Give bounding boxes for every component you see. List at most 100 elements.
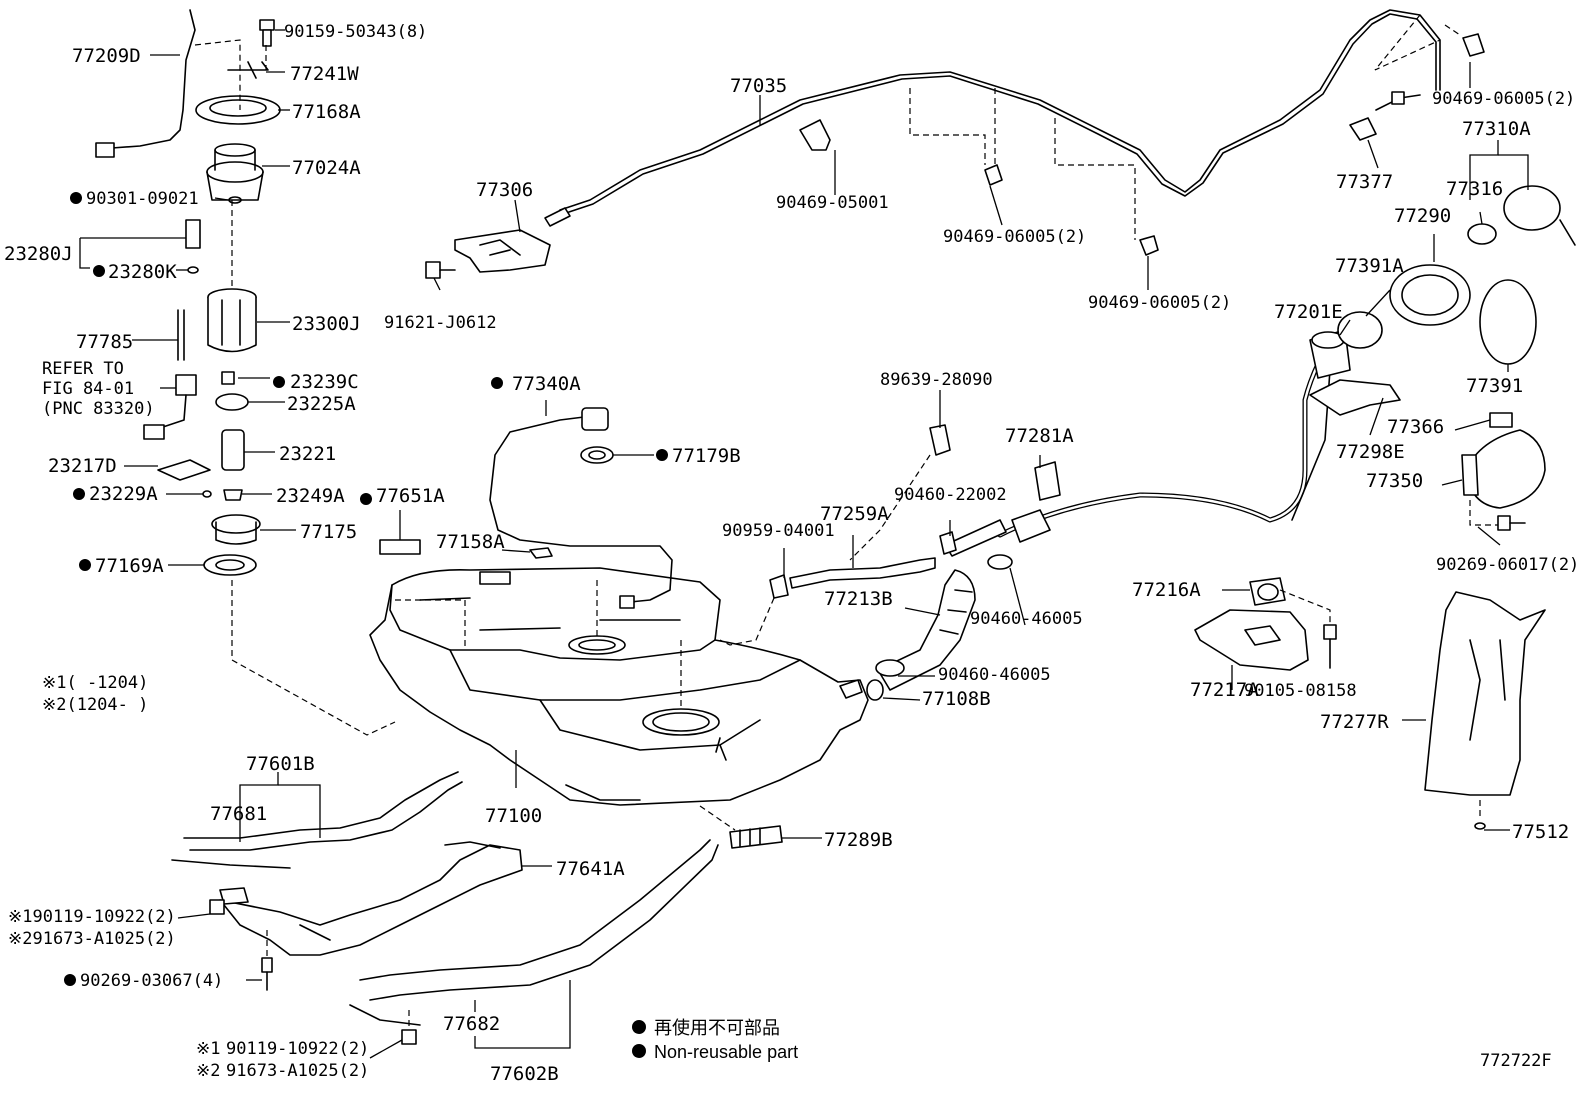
strap-77601B bbox=[171, 771, 463, 869]
bracket-filler bbox=[1309, 379, 1401, 416]
label-refer-to: REFER TO bbox=[42, 359, 124, 379]
label-23225A: 23225A bbox=[287, 393, 356, 415]
vent-hose-and-clamps bbox=[929, 424, 1061, 557]
label-note-prefix-2: ※2 bbox=[196, 1061, 220, 1081]
label-77158A: 77158A bbox=[436, 531, 505, 553]
hose-leaders bbox=[719, 390, 1041, 701]
legend-non-reusable: Non-reusable part bbox=[654, 1042, 798, 1062]
label-23221: 23221 bbox=[279, 443, 336, 465]
o-ring bbox=[228, 196, 242, 204]
label-90469-06005-a: 90469-06005(2) bbox=[943, 227, 1086, 247]
left-leaders bbox=[79, 29, 401, 736]
label-90469-05001: 90469-05001 bbox=[776, 193, 889, 213]
label-pnc-83320: (PNC 83320) bbox=[42, 399, 155, 419]
label-77601B: 77601B bbox=[246, 753, 315, 775]
harness-connector bbox=[143, 309, 197, 440]
label-23300J: 23300J bbox=[292, 313, 361, 335]
evap-valve-assembly bbox=[425, 229, 551, 279]
label-77168A: 77168A bbox=[292, 101, 361, 123]
label-fig-84-01: FIG 84-01 bbox=[42, 379, 134, 399]
fuel-pump bbox=[157, 429, 245, 481]
small-parts bbox=[202, 489, 243, 501]
hose-77213B bbox=[877, 569, 976, 691]
label-77024A: 77024A bbox=[292, 157, 361, 179]
label-77213B: 77213B bbox=[824, 588, 893, 610]
fuel-filter bbox=[207, 288, 257, 353]
right-leaders bbox=[433, 62, 1529, 831]
strap-bolts bbox=[209, 899, 417, 1045]
label-90460-46005-b: 90460-46005 bbox=[938, 665, 1051, 685]
shield-77277R bbox=[1424, 591, 1546, 830]
bottom-leaders bbox=[177, 750, 822, 1059]
label-77306: 77306 bbox=[476, 179, 533, 201]
label-77350: 77350 bbox=[1366, 470, 1423, 492]
label-77241W: 77241W bbox=[290, 63, 359, 85]
label-91673-a1025-a: ※291673-A1025(2) bbox=[8, 929, 176, 949]
label-note-2: ※2(1204- ) bbox=[42, 695, 148, 715]
label-77277R: 77277R bbox=[1320, 711, 1389, 733]
label-77289B: 77289B bbox=[824, 829, 893, 851]
label-90460-22002: 90460-22002 bbox=[894, 485, 1007, 505]
label-77366: 77366 bbox=[1387, 416, 1444, 438]
label-90105-08158: 90105-08158 bbox=[1244, 681, 1357, 701]
label-90269-06017: 90269-06017(2) bbox=[1436, 555, 1579, 575]
legend-japanese: 再使用不可部品 bbox=[654, 1018, 780, 1038]
tank-wire bbox=[489, 407, 673, 609]
label-90119-10922-a: ※190119-10922(2) bbox=[8, 907, 176, 927]
gasket-clip bbox=[227, 61, 269, 79]
label-90119-10922-b: 90119-10922(2) bbox=[226, 1039, 369, 1059]
hose-77259A bbox=[769, 557, 936, 599]
label-note-1: ※1( -1204) bbox=[42, 673, 148, 693]
label-23280J: 23280J bbox=[4, 243, 73, 265]
filler-pipe bbox=[997, 329, 1351, 538]
label-90469-06005-b: 90469-06005(2) bbox=[1088, 293, 1231, 313]
label-77281A: 77281A bbox=[1005, 425, 1074, 447]
pad bbox=[379, 539, 421, 555]
label-77298E: 77298E bbox=[1336, 441, 1405, 463]
small-valve bbox=[1349, 91, 1421, 141]
label-77512: 77512 bbox=[1512, 821, 1569, 843]
label-77108B: 77108B bbox=[922, 688, 991, 710]
label-90301-09021: 90301-09021 bbox=[86, 189, 199, 209]
wire-clip bbox=[529, 547, 553, 559]
cap-ring bbox=[1337, 264, 1537, 365]
screw-part bbox=[259, 19, 275, 47]
label-23217D: 23217D bbox=[48, 455, 117, 477]
label-77316: 77316 bbox=[1446, 178, 1503, 200]
label-90469-06005-c: 90469-06005(2) bbox=[1432, 89, 1575, 109]
label-23239C: 23239C bbox=[290, 371, 359, 393]
label-77651A: 77651A bbox=[376, 485, 445, 507]
under-cover-77641A bbox=[219, 841, 523, 956]
protector-77217A bbox=[1194, 609, 1309, 671]
label-90959-04001: 90959-04001 bbox=[722, 521, 835, 541]
set-plate bbox=[211, 514, 261, 545]
clamp-77216A bbox=[1249, 577, 1286, 606]
label-77641A: 77641A bbox=[556, 858, 625, 880]
label-77217A: 77217A bbox=[1190, 679, 1259, 701]
label-23280K: 23280K bbox=[108, 261, 177, 283]
cushion bbox=[215, 371, 249, 411]
fuel-tank bbox=[369, 567, 869, 806]
label-77290: 77290 bbox=[1394, 205, 1451, 227]
label-note-prefix-1: ※1 bbox=[196, 1039, 220, 1059]
label-77216A: 77216A bbox=[1132, 579, 1201, 601]
breather-tube bbox=[544, 9, 1441, 227]
retainer-ring bbox=[195, 95, 281, 125]
label-23229A: 23229A bbox=[89, 483, 158, 505]
label-77259A: 77259A bbox=[820, 503, 889, 525]
label-90159-50343: 90159-50343(8) bbox=[284, 22, 427, 42]
label-77602B: 77602B bbox=[490, 1063, 559, 1085]
fuel-lid bbox=[1461, 412, 1546, 509]
label-77785: 77785 bbox=[76, 331, 133, 353]
gasket bbox=[203, 554, 257, 576]
label-77035: 77035 bbox=[730, 75, 787, 97]
label-77391A: 77391A bbox=[1335, 255, 1404, 277]
lid-screw bbox=[1469, 500, 1526, 531]
label-90269-03067: 90269-03067(4) bbox=[80, 971, 223, 991]
label-77179B: 77179B bbox=[672, 445, 741, 467]
hose-clamps bbox=[866, 554, 1013, 701]
figure-id: 772722F bbox=[1480, 1051, 1552, 1071]
legend: 再使用不可部品 Non-reusable part bbox=[654, 1018, 798, 1062]
label-77340A: 77340A bbox=[512, 373, 581, 395]
